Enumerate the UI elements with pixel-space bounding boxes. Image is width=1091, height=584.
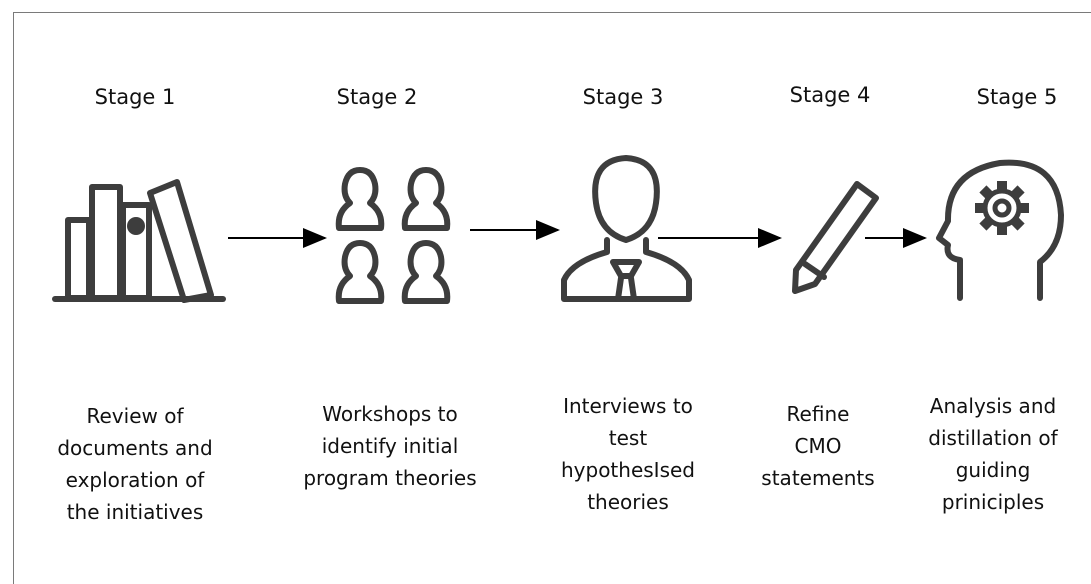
group-icon	[335, 167, 451, 304]
stage-5-description: Analysis and distillation of guiding pri…	[928, 394, 1058, 514]
diagram-frame	[13, 12, 1091, 584]
stage-4-description: Refine CMO statements	[761, 402, 875, 490]
person-icon	[561, 155, 692, 302]
pencil-icon	[792, 181, 879, 294]
stage-1-description: Review of documents and exploration of t…	[57, 404, 213, 524]
stage-5-title: Stage 5	[976, 85, 1058, 109]
stage-1-title: Stage 1	[94, 85, 176, 109]
head-gear-icon	[936, 159, 1064, 301]
stage-3-title: Stage 3	[582, 85, 664, 109]
stage-3-description: Interviews to test hypothesIsed theories	[560, 394, 695, 514]
books-icon	[52, 179, 226, 303]
stage-4-title: Stage 4	[789, 83, 871, 107]
stage-2-title: Stage 2	[336, 85, 418, 109]
stage-2-description: Workshops to identify initial program th…	[303, 402, 477, 490]
